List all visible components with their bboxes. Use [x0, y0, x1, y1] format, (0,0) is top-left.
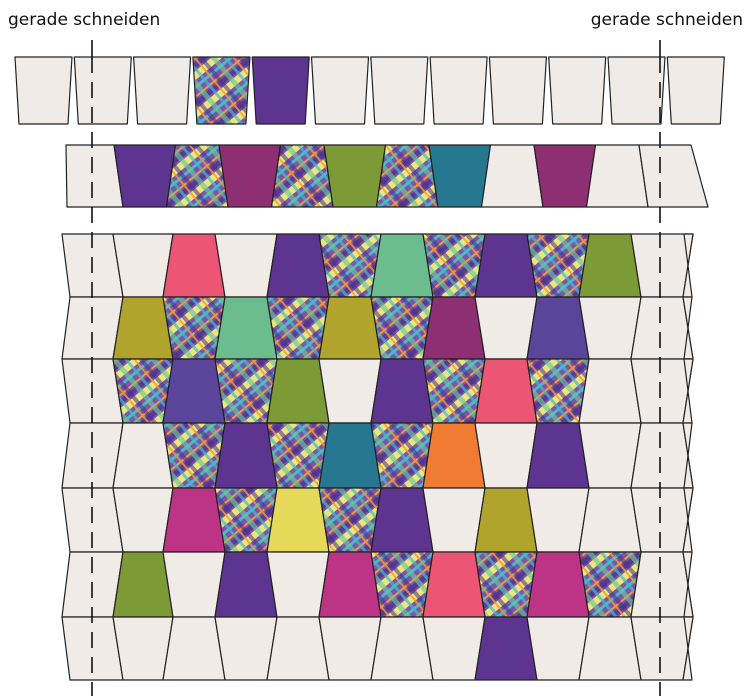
- quilt-cell: [163, 617, 225, 680]
- strip2-piece: [114, 145, 176, 207]
- quilt-cell: [319, 423, 381, 488]
- strip2-piece: [66, 145, 123, 207]
- quilt-cell: [579, 359, 641, 423]
- strip2-piece: [219, 145, 281, 207]
- quilt-cell: [579, 488, 641, 552]
- quilt-cell: [579, 617, 641, 680]
- quilt-cell: [475, 359, 537, 423]
- quilt-cell: [267, 297, 329, 359]
- strip1-piece: [371, 57, 428, 124]
- quilt-cell: [163, 359, 225, 423]
- quilt-cell: [423, 617, 485, 680]
- quilt-cell: [475, 297, 537, 359]
- quilt-cell: [319, 234, 381, 297]
- quilt-cell: [631, 297, 693, 359]
- quilt-cell: [215, 234, 277, 297]
- quilt-cell: [579, 234, 641, 297]
- quilt-cell: [631, 234, 693, 297]
- quilt-cell: [267, 234, 329, 297]
- strip2-piece: [324, 145, 386, 207]
- strip1-piece: [134, 57, 191, 124]
- quilt-cell: [319, 488, 381, 552]
- quilt-cell: [267, 552, 329, 617]
- quilt-cell: [163, 552, 225, 617]
- quilt-cell: [475, 552, 537, 617]
- quilt-cell: [423, 552, 485, 617]
- quilt-cell: [371, 423, 433, 488]
- quilt-cell: [371, 617, 433, 680]
- quilt-cell: [527, 234, 589, 297]
- quilt-cell: [215, 488, 277, 552]
- quilt-cell: [267, 423, 329, 488]
- quilt-cell: [423, 297, 485, 359]
- quilt-cell: [475, 234, 537, 297]
- strip2-piece: [429, 145, 491, 207]
- strip1-piece: [549, 57, 606, 124]
- strip1-piece: [667, 57, 724, 124]
- quilt-cell: [371, 234, 433, 297]
- strip2-piece: [377, 145, 439, 207]
- strip1-piece: [193, 57, 250, 124]
- strip2-piece: [272, 145, 334, 207]
- quilt-cell: [319, 359, 381, 423]
- quilt-cell: [527, 488, 589, 552]
- quilt-cell: [267, 617, 329, 680]
- quilt-cell: [62, 297, 123, 359]
- quilt-cell: [527, 297, 589, 359]
- quilt-cell: [579, 297, 641, 359]
- quilt-cell: [215, 359, 277, 423]
- strip1-piece: [15, 57, 72, 124]
- quilt-cell: [423, 423, 485, 488]
- quilt-cell: [215, 297, 277, 359]
- quilt-cell: [631, 488, 693, 552]
- quilt-cell: [631, 359, 693, 423]
- quilt-cell: [371, 359, 433, 423]
- quilt-cell: [631, 617, 693, 680]
- strip-1: [15, 57, 724, 124]
- quilt-cell: [215, 552, 277, 617]
- strip2-piece: [587, 145, 649, 207]
- strip1-piece: [252, 57, 309, 124]
- quilt-cell: [423, 488, 485, 552]
- quilt-cell: [631, 423, 693, 488]
- quilt-cell: [527, 552, 589, 617]
- quilt-cell: [319, 617, 381, 680]
- quilt-cell: [163, 234, 225, 297]
- quilt-cell: [215, 617, 277, 680]
- quilt-cell: [267, 359, 329, 423]
- strip1-piece: [312, 57, 369, 124]
- quilt-cell: [215, 423, 277, 488]
- quilt-cell: [475, 488, 537, 552]
- strip2-piece: [534, 145, 596, 207]
- quilt-cell: [631, 552, 693, 617]
- strip2-piece: [482, 145, 544, 207]
- quilt-cell: [475, 617, 537, 680]
- quilt-block: [62, 234, 693, 680]
- quilt-cell: [371, 488, 433, 552]
- strip2-piece: [167, 145, 229, 207]
- quilt-cell: [423, 359, 485, 423]
- quilt-cell: [371, 297, 433, 359]
- strip2-piece: [639, 145, 708, 207]
- strip1-piece: [430, 57, 487, 124]
- quilt-cell: [527, 359, 589, 423]
- quilt-cell: [319, 297, 381, 359]
- quilt-cell: [267, 488, 329, 552]
- strip1-piece: [74, 57, 131, 124]
- quilt-cell: [163, 297, 225, 359]
- quilt-cell: [527, 423, 589, 488]
- quilt-cell: [527, 617, 589, 680]
- strip1-piece: [489, 57, 546, 124]
- quilt-cell: [423, 234, 485, 297]
- quilt-cell: [475, 423, 537, 488]
- quilt-cell: [163, 488, 225, 552]
- strip1-piece: [608, 57, 665, 124]
- quilt-cell: [163, 423, 225, 488]
- strip-2: [66, 145, 708, 207]
- quilt-cell: [579, 552, 641, 617]
- quilt-cell: [319, 552, 381, 617]
- quilt-cell: [579, 423, 641, 488]
- quilt-cell: [371, 552, 433, 617]
